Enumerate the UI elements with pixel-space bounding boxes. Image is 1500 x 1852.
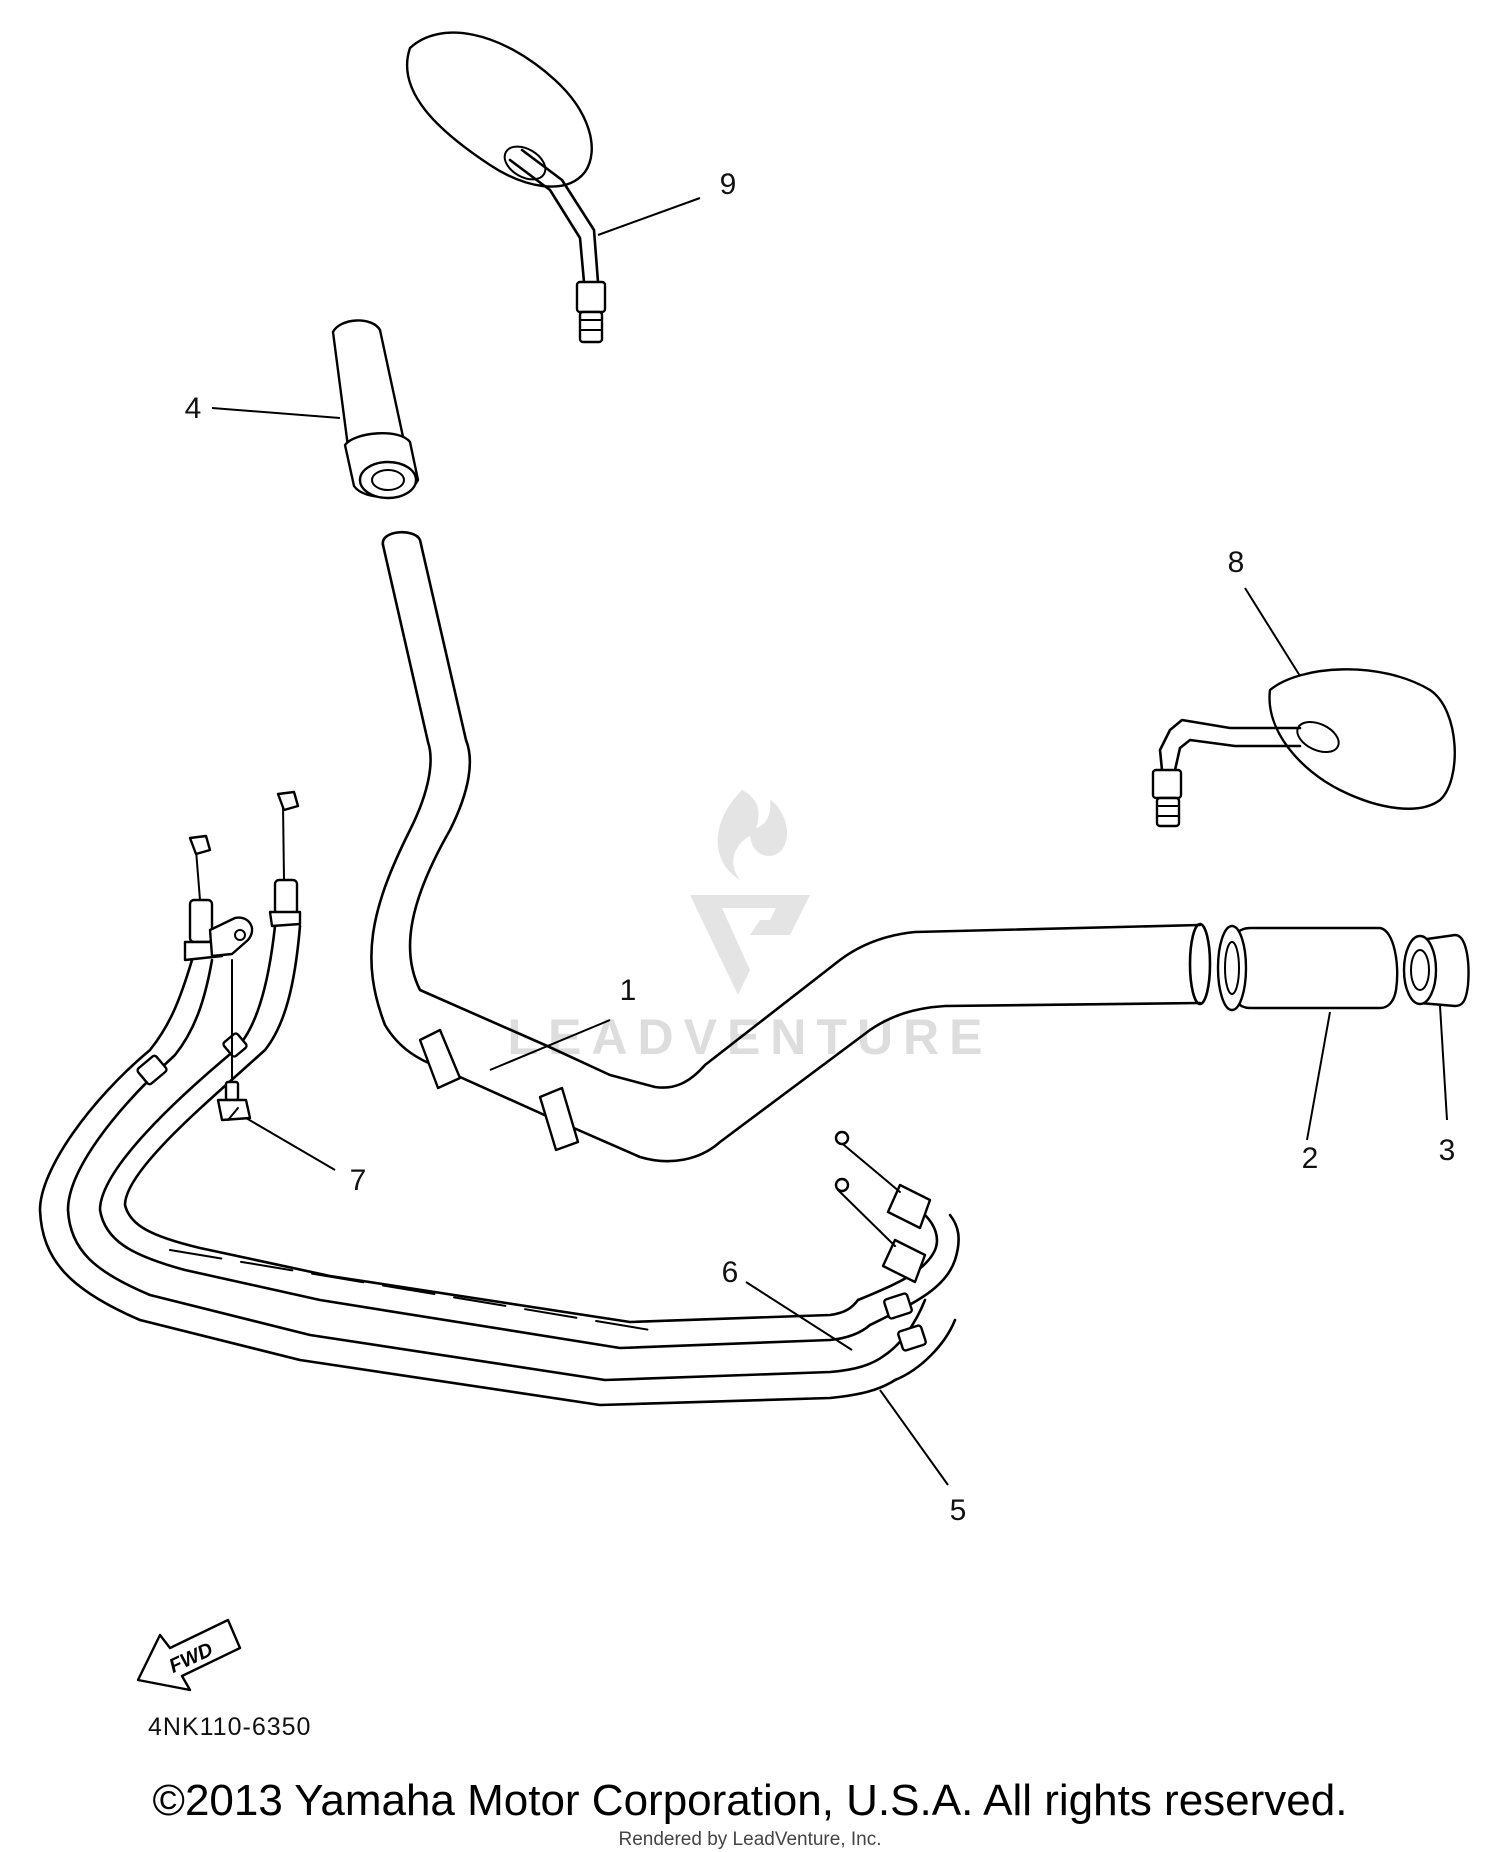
callout-3: 3 [1439,1134,1456,1167]
callout-5: 5 [950,1494,967,1527]
watermark: LEADVENTURE [507,790,992,1065]
grip-right [1216,924,1399,1012]
leader-4 [211,407,341,419]
rendered-by-notice: Rendered by LeadVenture, Inc. [618,1829,882,1850]
copyright-notice: ©2013 Yamaha Motor Corporation, U.S.A. A… [152,1776,1348,1825]
callout-8: 8 [1228,546,1245,579]
leader-2 [1306,1011,1331,1141]
mirror-right [1151,668,1456,828]
throttle-cables [38,790,960,1407]
leader-1 [489,1019,611,1071]
grip-end [1402,933,1470,1008]
watermark-flame-icon [717,790,788,880]
callout-4: 4 [185,392,202,425]
leader-6 [745,1281,853,1351]
callout-1: 1 [620,974,637,1007]
screw [216,959,252,1122]
grip-left [331,319,420,500]
leader-5 [879,1389,949,1486]
callout-7: 7 [350,1164,367,1197]
watermark-v-icon [690,895,810,995]
mirror-left [405,31,607,344]
leader-3 [1439,1005,1448,1121]
fwd-arrow-icon: FWD [136,1618,242,1692]
drawing-code: 4NK110-6350 [148,1713,311,1741]
callout-9: 9 [720,168,737,201]
callout-2: 2 [1302,1142,1319,1175]
leader-8 [1244,587,1301,677]
handlebar [370,531,1212,1163]
callouts: 1 2 3 4 5 6 7 8 9 [185,168,1456,1527]
leader-9 [597,197,701,236]
watermark-text: LEADVENTURE [507,1009,992,1065]
leader-7 [245,1117,336,1171]
callout-6: 6 [722,1256,739,1289]
